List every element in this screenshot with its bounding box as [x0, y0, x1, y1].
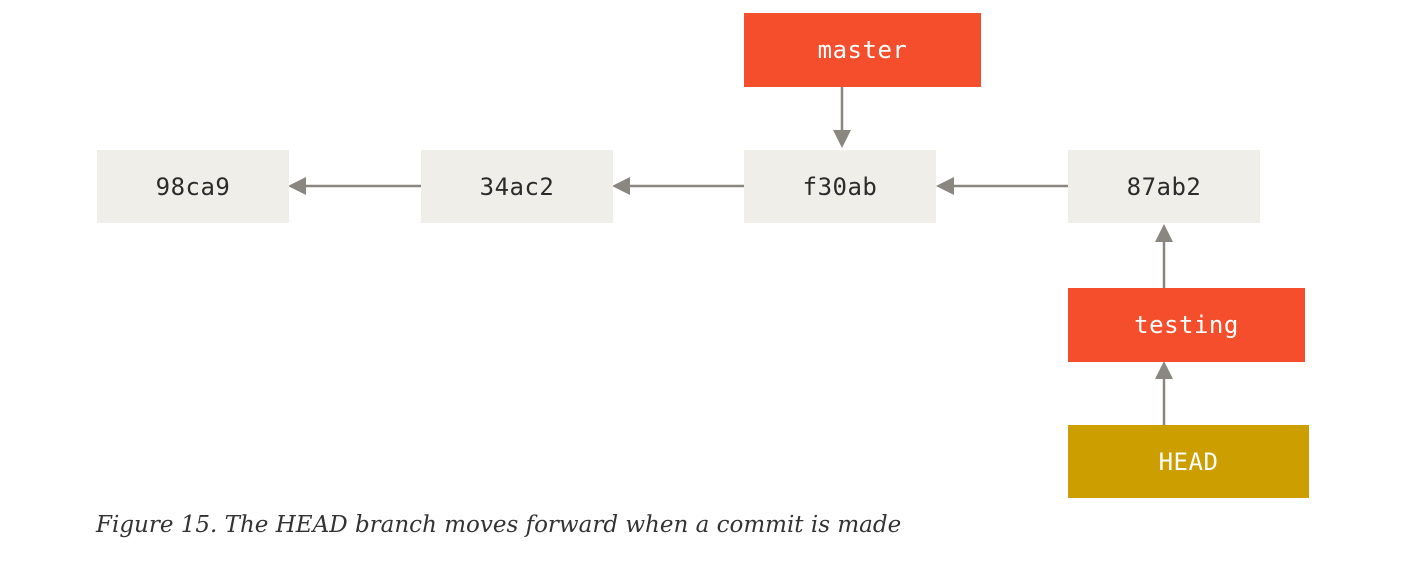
- head-pointer: HEAD: [1068, 425, 1309, 498]
- branch-testing: testing: [1068, 288, 1305, 362]
- commit-98ca9-label: 98ca9: [155, 172, 231, 201]
- arrow-master-to-f30ab: [833, 87, 851, 148]
- commit-87ab2: 87ab2: [1068, 150, 1260, 223]
- commit-87ab2-label: 87ab2: [1126, 172, 1202, 201]
- commit-98ca9: 98ca9: [97, 150, 289, 223]
- commit-f30ab-label: f30ab: [802, 172, 878, 201]
- arrow-testing-to-87ab2: [1155, 224, 1173, 288]
- branch-master-label: master: [817, 36, 908, 64]
- commit-f30ab: f30ab: [744, 150, 936, 223]
- figure-caption: Figure 15. The HEAD branch moves forward…: [96, 512, 902, 538]
- branch-master: master: [744, 13, 981, 87]
- arrow-87ab2-to-f30ab: [936, 177, 1068, 195]
- head-pointer-label: HEAD: [1158, 447, 1219, 476]
- arrow-f30ab-to-34ac2: [612, 177, 744, 195]
- commit-34ac2: 34ac2: [421, 150, 613, 223]
- commit-34ac2-label: 34ac2: [479, 172, 555, 201]
- arrow-34ac2-to-98ca9: [288, 177, 421, 195]
- arrow-head-to-testing: [1155, 361, 1173, 425]
- branch-testing-label: testing: [1134, 311, 1239, 339]
